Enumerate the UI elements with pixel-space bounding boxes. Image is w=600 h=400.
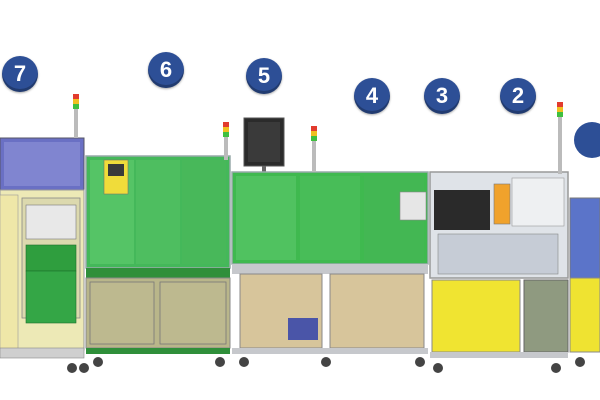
station-label-3: 3 bbox=[424, 78, 460, 114]
station-1-machine bbox=[569, 122, 600, 367]
station-7-machine bbox=[0, 94, 89, 373]
station-label-7: 7 bbox=[2, 56, 38, 92]
station-label-4: 4 bbox=[354, 78, 390, 114]
station-label-5: 5 bbox=[246, 58, 282, 94]
station-label-2: 2 bbox=[500, 78, 536, 114]
station-label-6: 6 bbox=[148, 52, 184, 88]
station-3-2-machine bbox=[429, 102, 569, 373]
station-5-4-machine bbox=[231, 117, 429, 367]
station-6-machine bbox=[85, 122, 231, 367]
